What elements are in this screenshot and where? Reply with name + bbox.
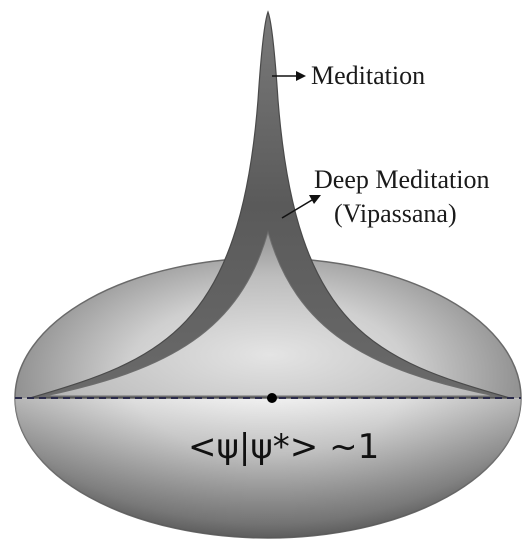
- deep-meditation-arrow: [281, 195, 321, 219]
- meditation-arrow: [272, 71, 306, 81]
- bra-ket-formula: <ψ|ψ*> ~1: [188, 427, 379, 467]
- meditation-label: Meditation: [311, 61, 425, 90]
- deep-meditation-label: Deep Meditation: [314, 165, 489, 194]
- vipassana-label: (Vipassana): [334, 199, 457, 228]
- lower-half-shade: [15, 398, 521, 538]
- center-dot: [267, 393, 277, 403]
- deep-meditation-peak: [44, 230, 496, 397]
- meditation-spike: [29, 10, 511, 399]
